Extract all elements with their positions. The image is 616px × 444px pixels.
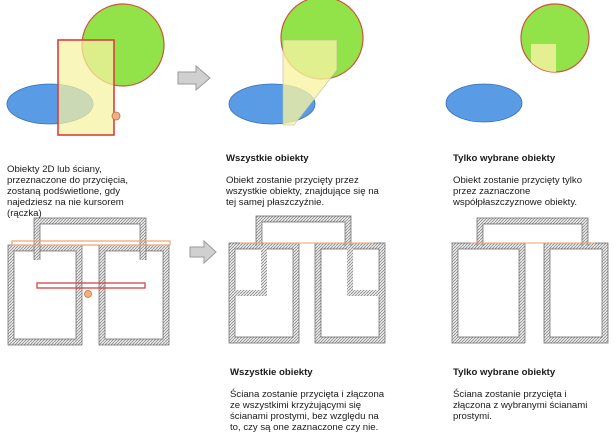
caption-title: Tylko wybrane obiekty [453, 367, 556, 378]
hand-cursor-icon [84, 290, 92, 298]
yellow-clipped-shape [282, 39, 338, 126]
yellow-clipped-shape [531, 44, 556, 72]
arrow-right-icon [177, 64, 211, 92]
bottom-left-walls [7, 217, 171, 346]
caption-bottom-mid: Wszystkie obiekty Ściana zostanie przyci… [230, 356, 414, 444]
top-right-illustration [445, 3, 590, 123]
wall-highlight-upper [11, 240, 171, 246]
caption-title: Wszystkie obiekty [226, 153, 309, 164]
top-left-illustration [6, 3, 165, 136]
wall-frame-left[interactable] [8, 245, 82, 345]
blue-ellipse [445, 83, 523, 123]
bottom-mid-walls [228, 215, 386, 344]
caption-body: Ściana zostanie przycięta i złączona ze … [230, 389, 385, 433]
caption-body: Obiekt zostanie przycięty przez wszystki… [226, 175, 379, 208]
caption-body: Obiekty 2D lub ściany, przeznaczone do p… [7, 164, 129, 219]
caption-body: Ściana zostanie przycięta i złączona z w… [453, 389, 588, 422]
arrow-right-icon [189, 239, 217, 265]
wall-highlight-lower[interactable] [36, 282, 146, 289]
caption-title: Tylko wybrane obiekty [453, 153, 556, 164]
caption-top-right: Tylko wybrane obiekty Obiekt zostanie pr… [453, 142, 613, 219]
caption-bottom-right: Tylko wybrane obiekty Ściana zostanie pr… [453, 356, 613, 433]
top-mid-illustration [228, 0, 364, 126]
hand-cursor-icon [111, 111, 121, 121]
yellow-rectangle-highlighted[interactable] [57, 39, 115, 136]
diagram-canvas [6, 0, 609, 346]
caption-top-left: Obiekty 2D lub ściany, przeznaczone do p… [7, 153, 167, 230]
caption-title: Wszystkie obiekty [230, 367, 313, 378]
wall-frame-right[interactable] [99, 245, 169, 345]
caption-body: Obiekt zostanie przycięty tylko przez za… [453, 175, 583, 208]
bottom-right-walls [451, 217, 609, 344]
caption-top-mid: Wszystkie obiekty Obiekt zostanie przyci… [226, 142, 406, 219]
